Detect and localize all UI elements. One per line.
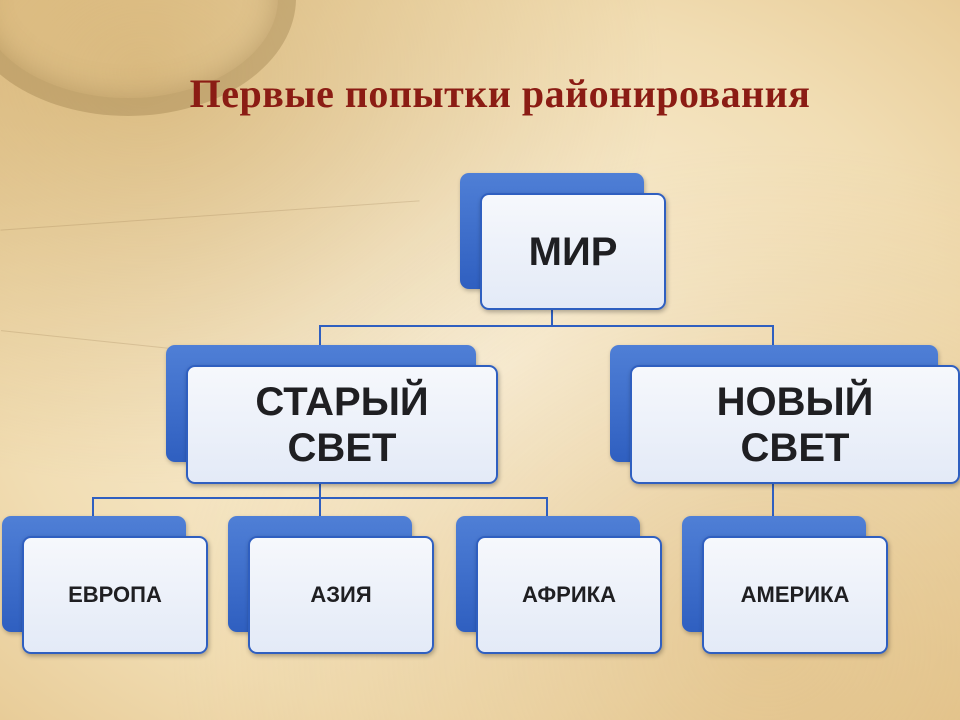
node-old-world: СТАРЫЙ СВЕТ (166, 345, 498, 484)
node-america-label: АМЕРИКА (740, 582, 850, 607)
page-title: Первые попытки районирования (189, 71, 811, 116)
node-america: АМЕРИКА (682, 516, 888, 654)
node-world-label: МИР (528, 229, 618, 274)
node-africa-label: АФРИКА (522, 582, 616, 607)
node-europe-label: ЕВРОПА (68, 582, 162, 607)
node-africa: АФРИКА (456, 516, 662, 654)
connector-old-world (92, 483, 548, 517)
connector-root (319, 309, 774, 346)
node-world: МИР (460, 173, 666, 310)
node-new-world-label: НОВЫЙ СВЕТ (716, 379, 874, 470)
node-europe: ЕВРОПА (2, 516, 208, 654)
node-asia: АЗИЯ (228, 516, 434, 654)
node-asia-label: АЗИЯ (310, 582, 372, 607)
node-old-world-label: СТАРЫЙ СВЕТ (255, 379, 429, 470)
node-new-world: НОВЫЙ СВЕТ (610, 345, 960, 484)
